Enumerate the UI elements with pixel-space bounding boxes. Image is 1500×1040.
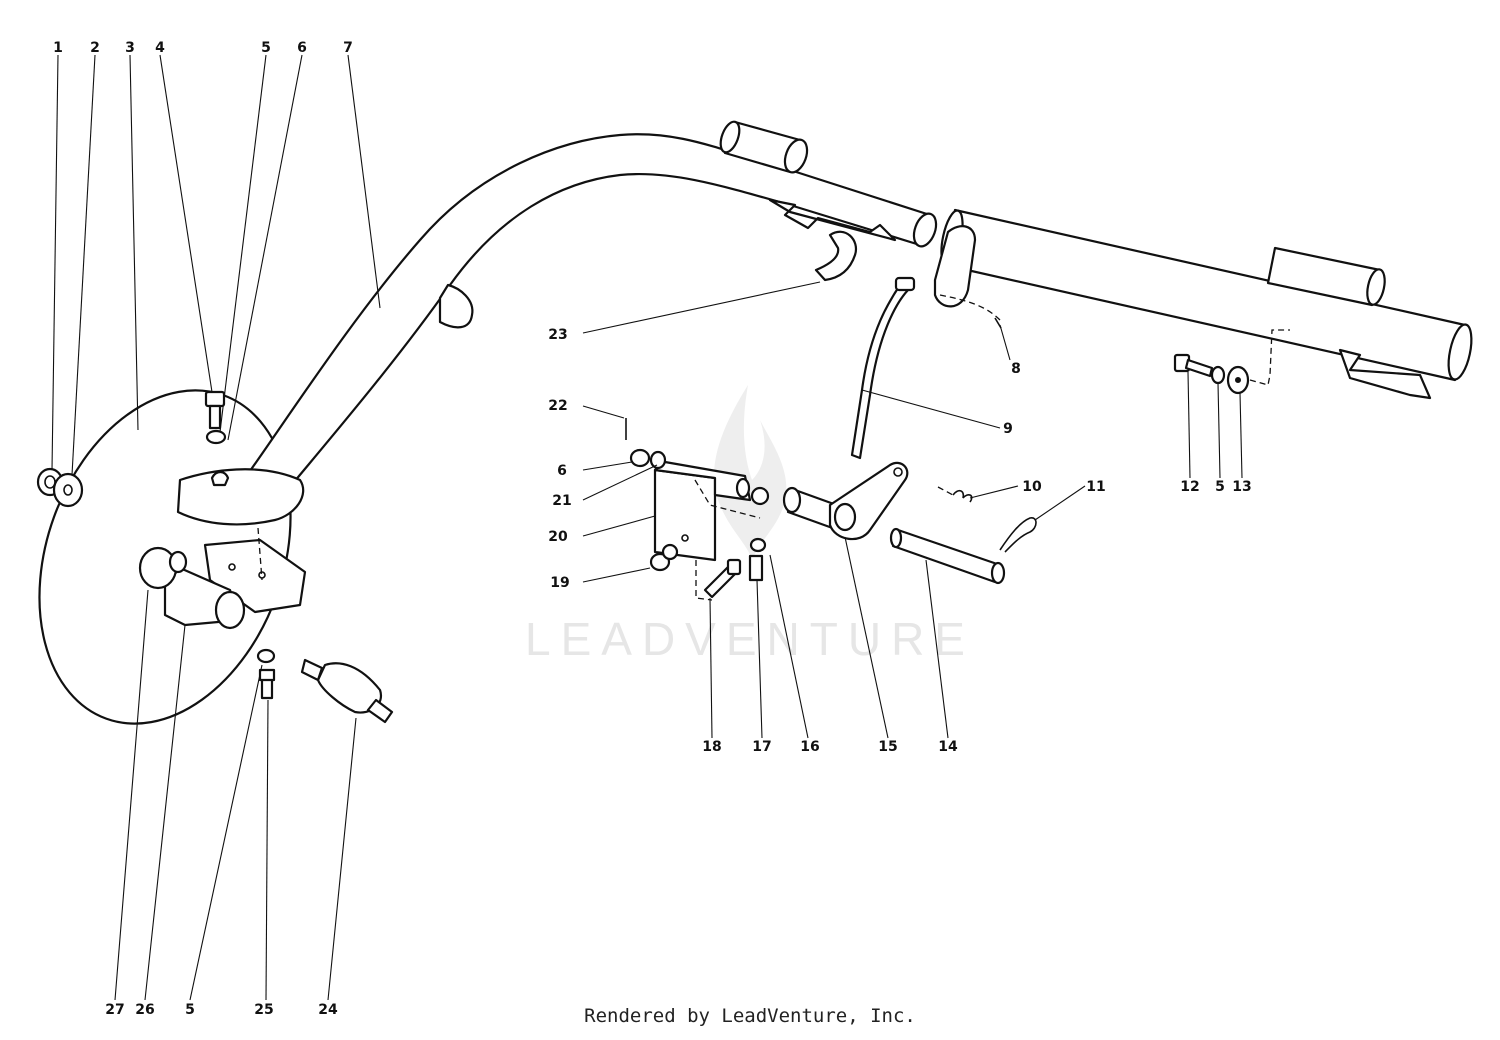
part-6-washer (629, 448, 667, 470)
leadventure-watermark: LEADVENTURE (525, 385, 975, 665)
assembly-lines (257, 294, 1290, 601)
callout-19: 19 (550, 575, 569, 591)
part-5-lockwasher-right (1210, 365, 1226, 385)
callout-5-bottom: 5 (185, 1002, 195, 1018)
callout-21: 21 (552, 493, 571, 509)
callout-25: 25 (254, 1002, 273, 1018)
part-17-bolt (748, 537, 767, 582)
callout-20: 20 (548, 529, 568, 545)
callout-labels: 1 2 3 4 5 6 7 8 9 10 11 12 5 13 14 15 16… (53, 40, 1252, 1018)
part-26-bracket (163, 538, 307, 630)
callout-5-right: 5 (1215, 479, 1225, 495)
part-23-clip (814, 230, 858, 282)
callout-14: 14 (938, 739, 958, 755)
callout-23: 23 (548, 327, 567, 343)
part-5-lockwasher-top (205, 429, 227, 445)
part-11-hairpin (999, 517, 1037, 553)
callout-leaders (51, 54, 1243, 1001)
callout-12: 12 (1180, 479, 1199, 495)
callout-1: 1 (53, 40, 63, 56)
callout-26: 26 (135, 1002, 154, 1018)
part-18-bolt (703, 558, 742, 599)
callout-4: 4 (155, 40, 165, 56)
part-7-tube-frame (176, 120, 938, 526)
callout-27: 27 (105, 1002, 124, 1018)
callout-6-mid: 6 (557, 463, 567, 479)
part-9-link-rod (850, 276, 916, 460)
callout-10: 10 (1022, 479, 1042, 495)
part-24-bushing (300, 658, 394, 724)
callout-13: 13 (1232, 479, 1251, 495)
callout-5-top: 5 (261, 40, 271, 56)
callout-17: 17 (752, 739, 771, 755)
part-27-washer (138, 546, 188, 590)
part-12-bolt (1173, 353, 1214, 378)
callout-16: 16 (800, 739, 819, 755)
part-14-pin (889, 527, 1006, 585)
callout-8: 8 (1011, 361, 1021, 377)
callout-24: 24 (318, 1002, 338, 1018)
part-2-washer (52, 472, 84, 508)
callout-6-top: 6 (297, 40, 307, 56)
watermark-flame-icon (714, 385, 787, 560)
right-tube (933, 208, 1473, 400)
callout-7: 7 (343, 40, 353, 56)
render-credit: Rendered by LeadVenture, Inc. (584, 1005, 916, 1027)
part-4-bolt (204, 390, 226, 430)
part-20-bracket (653, 460, 752, 562)
callout-2: 2 (90, 40, 100, 56)
callout-11: 11 (1086, 479, 1105, 495)
callout-9: 9 (1003, 421, 1013, 437)
watermark-text: LEADVENTURE (525, 613, 975, 665)
part-15-bellcrank (782, 461, 909, 541)
part-13-washer (1226, 365, 1250, 395)
part-21-spacer (750, 486, 770, 506)
callout-18: 18 (702, 739, 721, 755)
part-19-nut (649, 543, 679, 572)
callout-22: 22 (548, 398, 567, 414)
part-10-clip (952, 489, 973, 503)
part-25-bolt (256, 648, 276, 700)
callout-15: 15 (878, 739, 897, 755)
callout-3: 3 (125, 40, 135, 56)
